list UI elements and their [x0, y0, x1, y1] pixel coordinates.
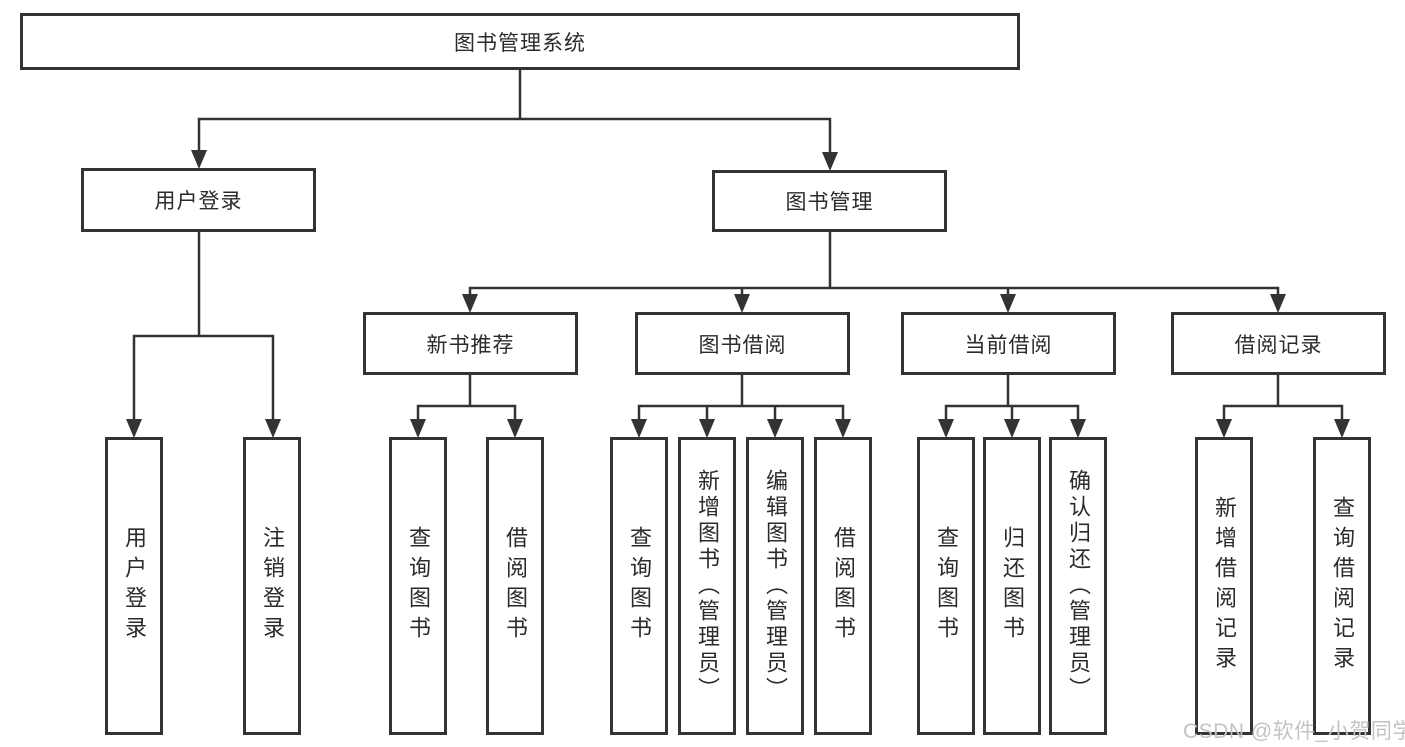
leaf-record-add-record: 新增借阅记录 [1195, 437, 1253, 735]
leaf-current-confirm-return-label: 确认归还（管理员） [1066, 469, 1091, 703]
watermark: CSDN @软件_小贺同学 [1183, 720, 1405, 743]
leaf-current-query-book-label: 查询图书 [934, 526, 959, 646]
connector-userlogin-to-leaves [126, 232, 281, 438]
connector-newbook-to-leaves [410, 375, 523, 438]
node-new-book-recommend-label: 新书推荐 [426, 333, 515, 357]
node-borrow-record-label: 借阅记录 [1234, 333, 1323, 357]
leaf-recommend-borrow-book-label: 借阅图书 [503, 526, 528, 646]
connector-currentborrow-to-leaves [938, 375, 1086, 438]
leaf-borrow-add-book-label: 新增图书（管理员） [695, 469, 720, 703]
leaf-borrow-edit-book-label: 编辑图书（管理员） [763, 469, 788, 703]
leaf-current-query-book: 查询图书 [917, 437, 975, 735]
leaf-recommend-query-book: 查询图书 [389, 437, 447, 735]
leaf-recommend-borrow-book: 借阅图书 [486, 437, 544, 735]
leaf-current-return-book-label: 归还图书 [1000, 526, 1025, 646]
leaf-recommend-query-book-label: 查询图书 [406, 526, 431, 646]
leaf-record-query-record-label: 查询借阅记录 [1330, 496, 1355, 676]
node-book-borrow: 图书借阅 [635, 312, 850, 375]
node-borrow-record: 借阅记录 [1171, 312, 1386, 375]
connector-root-to-level2 [191, 70, 838, 171]
leaf-user-login-label: 用户登录 [122, 526, 147, 646]
leaf-record-query-record: 查询借阅记录 [1313, 437, 1371, 735]
node-current-borrow-label: 当前借阅 [964, 333, 1053, 357]
leaf-borrow-borrow-book-label: 借阅图书 [831, 526, 856, 646]
node-user-login-label: 用户登录 [154, 190, 243, 213]
node-new-book-recommend: 新书推荐 [363, 312, 578, 375]
node-book-management: 图书管理 [712, 170, 947, 232]
leaf-borrow-add-book: 新增图书（管理员） [678, 437, 736, 735]
node-book-borrow-label: 图书借阅 [698, 333, 787, 357]
leaf-record-add-record-label: 新增借阅记录 [1212, 496, 1237, 676]
leaf-logout-login: 注销登录 [243, 437, 301, 735]
leaf-user-login: 用户登录 [105, 437, 163, 735]
node-root-label: 图书管理系统 [454, 31, 586, 55]
leaf-borrow-edit-book: 编辑图书（管理员） [746, 437, 804, 735]
node-user-login: 用户登录 [81, 168, 316, 232]
leaf-borrow-query-book: 查询图书 [610, 437, 668, 735]
leaf-borrow-query-book-label: 查询图书 [627, 526, 652, 646]
connector-bookmgmt-to-level3 [462, 232, 1286, 313]
node-book-management-label: 图书管理 [785, 191, 874, 214]
connector-borrowrecord-to-leaves [1216, 375, 1350, 438]
leaf-logout-login-label: 注销登录 [260, 526, 285, 646]
node-current-borrow: 当前借阅 [901, 312, 1116, 375]
leaf-current-confirm-return: 确认归还（管理员） [1049, 437, 1107, 735]
leaf-current-return-book: 归还图书 [983, 437, 1041, 735]
leaf-borrow-borrow-book: 借阅图书 [814, 437, 872, 735]
node-root: 图书管理系统 [20, 13, 1020, 70]
connector-bookborrow-to-leaves [631, 375, 851, 438]
